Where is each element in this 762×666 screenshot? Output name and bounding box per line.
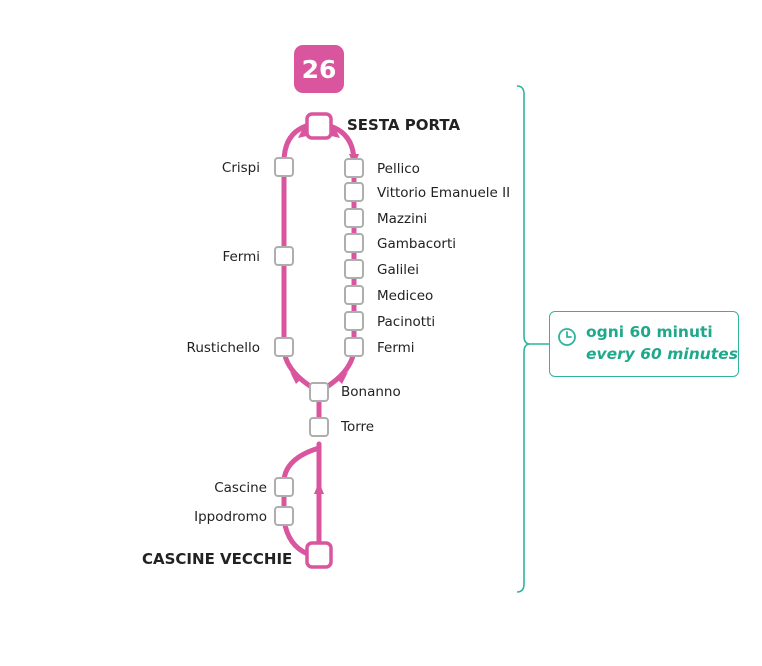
stop-marker <box>309 382 329 402</box>
stop-label-pacinotti: Pacinotti <box>377 314 436 330</box>
stop-label-galilei: Galilei <box>377 262 420 278</box>
stop-marker <box>344 259 364 279</box>
stop-label-mazzini: Mazzini <box>377 211 428 227</box>
stop-marker <box>274 506 294 526</box>
terminal-label-south: CASCINE VECCHIE <box>142 550 293 568</box>
stop-marker <box>309 417 329 437</box>
stop-marker <box>274 157 294 177</box>
arrow-bottom-left <box>290 372 300 384</box>
stop-marker <box>344 337 364 357</box>
stop-label-mediceo: Mediceo <box>377 288 434 304</box>
stop-label-vittorio-emanuele: Vittorio Emanuele II <box>377 185 511 201</box>
stop-marker <box>274 246 294 266</box>
stop-label-torre: Torre <box>341 419 375 435</box>
stop-marker <box>344 208 364 228</box>
stop-label-fermi-left: Fermi <box>222 249 260 265</box>
clock-icon <box>557 327 577 351</box>
frequency-bracket <box>516 85 531 593</box>
stop-label-bonanno: Bonanno <box>341 384 401 400</box>
arrow-south-up <box>314 482 324 494</box>
frequency-italian: ogni 60 minuti <box>586 323 713 341</box>
terminal-marker-north <box>305 112 333 140</box>
stop-label-fermi-right: Fermi <box>377 340 415 356</box>
stop-label-cascine: Cascine <box>214 480 267 496</box>
stop-marker <box>344 285 364 305</box>
arrow-bottom-right <box>338 372 348 384</box>
frequency-box: ogni 60 minuti every 60 minutes <box>549 311 739 377</box>
south-branch-line <box>281 445 322 557</box>
stop-marker <box>344 311 364 331</box>
stop-label-gambacorti: Gambacorti <box>377 236 457 252</box>
stop-label-ippodromo: Ippodromo <box>194 509 267 525</box>
stop-marker <box>274 477 294 497</box>
terminal-label-north: SESTA PORTA <box>347 116 461 134</box>
stop-marker <box>274 337 294 357</box>
frequency-english: every 60 minutes <box>586 345 738 363</box>
route-number-badge: 26 <box>294 45 344 93</box>
stop-label-crispi: Crispi <box>221 160 260 176</box>
stop-label-rustichello: Rustichello <box>186 340 260 356</box>
stop-marker <box>344 233 364 253</box>
stop-marker <box>344 182 364 202</box>
loop-right-line <box>325 123 357 389</box>
stop-marker <box>344 158 364 178</box>
terminal-marker-south <box>305 541 333 569</box>
stop-label-pellico: Pellico <box>377 161 420 177</box>
